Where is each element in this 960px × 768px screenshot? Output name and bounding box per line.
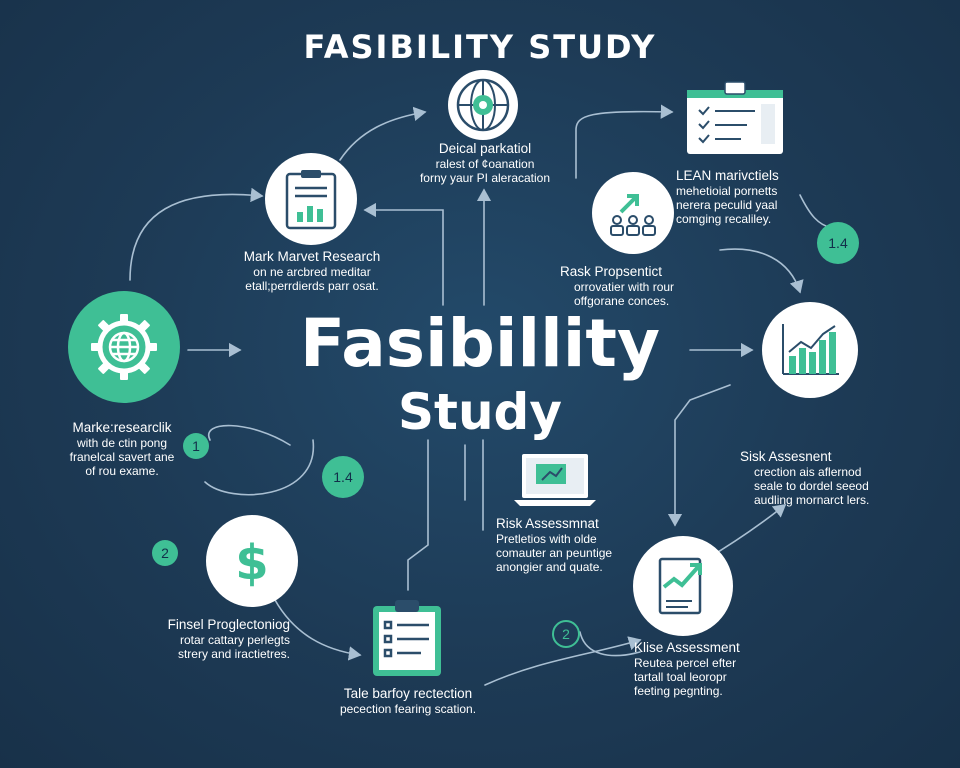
arrow-technical-to-lean (575, 104, 674, 179)
technical-node (448, 70, 518, 140)
risk-mid-line-3: anongier and quate. (496, 560, 603, 574)
technical-line-2: forny yaur PI aleracation (419, 171, 551, 185)
lean-heading: LEAN marivctiels (676, 168, 779, 183)
financial-heading: Finsel Proglectoniog (167, 617, 290, 632)
risk-prop-node (592, 172, 674, 254)
financial-line-2: strery and iractietres. (177, 647, 290, 661)
arrow-loop-left-2 (204, 439, 314, 496)
risk-prop-line-2: offgorane conces. (574, 294, 670, 308)
technical-label: Deical parkatiol ralest of ¢oanation for… (400, 141, 570, 185)
arrow-loop-left (207, 424, 291, 446)
lean-line-2: nerera peculid yaal (676, 198, 778, 212)
arrow-table-up (407, 439, 429, 591)
lean-line-1: mehetioial pornetts (676, 184, 778, 198)
market-research-line-1: on ne arcbred meditar (253, 265, 371, 279)
document-trend-icon (658, 557, 702, 615)
arrow-center-to-market (363, 202, 444, 306)
financial-line-1: rotar cattary perlegts (179, 633, 290, 647)
risk-right-heading: Sisk Assesnent (740, 449, 832, 464)
market-research-line-2: etall;perrdierds parr osat. (245, 279, 379, 293)
table-heading: Tale barfoy rectection (343, 686, 473, 701)
team-growth-icon (610, 194, 656, 236)
risk-prop-line-1: orrovatier with rour (574, 280, 675, 294)
market-left-line-1: with de ctin pong (76, 436, 168, 450)
risk-right-line-3: audling mornarct lers. (754, 493, 870, 507)
market-research-label: Mark Marvet Research on ne arcbred medit… (232, 249, 392, 293)
risk-prop-label: Rask Propsentict orrovatier with rour of… (560, 264, 674, 308)
kise-line-3: feeting pegnting. (634, 684, 723, 698)
market-left-line-3: of rou exame. (85, 464, 159, 478)
badge-2-left: 2 (152, 540, 178, 566)
page-title: FASIBILITY STUDY (303, 28, 657, 66)
laptop-chart-icon (514, 454, 596, 506)
badge-2-bottom: 2 (552, 620, 580, 648)
arrow-dollar-to-table (274, 599, 362, 661)
table-label: Tale barfoy rectection pecection fearing… (318, 686, 498, 716)
arrow-bottom-to-kise (484, 636, 642, 686)
risk-mid-line-2: comauter an peuntige (496, 546, 613, 560)
monitor-checklist-icon (687, 81, 783, 154)
center-title-line1: Fasibillity (300, 305, 660, 382)
arrow-riskprop-to-bar (719, 248, 804, 294)
market-left-label: Marke:researclik with de ctin pong frane… (52, 420, 192, 478)
clipboard-list-icon (373, 600, 441, 676)
center-title-line2: Study (398, 383, 562, 441)
technical-heading: Deical parkatiol (438, 141, 532, 156)
arrow-badge2-curve (579, 631, 641, 657)
risk-prop-heading: Rask Propsentict (560, 264, 663, 279)
risk-right-line-2: seale to dordel seeod (754, 479, 869, 493)
technical-line-1: ralest of ¢oanation (435, 157, 535, 171)
market-left-node (68, 291, 180, 403)
arrow-left-to-market (129, 187, 264, 281)
risk-mid-line-1: Pretletios with olde (496, 532, 597, 546)
clipboard-chart-icon (285, 170, 337, 230)
risk-right-label: Sisk Assesnent crection ais aflernod sea… (740, 449, 869, 507)
arrow-lean-to-badge (799, 194, 833, 229)
lean-label: LEAN marivctiels mehetioial pornetts ner… (676, 168, 779, 226)
kise-node (633, 536, 733, 636)
table-line-1: pecection fearing scation. (339, 702, 477, 716)
arrow-right-down (667, 384, 731, 527)
bar-chart-icon (782, 324, 839, 375)
market-research-heading: Mark Marvet Research (243, 249, 381, 264)
dollar-icon: $ (235, 535, 268, 589)
kise-line-1: Reutea percel efter (634, 656, 737, 670)
risk-mid-label: Risk Assessmnat Pretletios with olde com… (496, 516, 612, 574)
market-left-line-2: franelcal savert ane (69, 450, 175, 464)
risk-right-node (762, 302, 858, 398)
badge-1-4-mid: 1.4 (322, 456, 364, 498)
kise-heading: Klise Assessment (634, 640, 740, 655)
gear-globe-icon (91, 314, 157, 380)
risk-mid-heading: Risk Assessmnat (496, 516, 599, 531)
financial-label: Finsel Proglectoniog rotar cattary perle… (138, 617, 290, 661)
market-research-node (265, 153, 357, 245)
arrow-market-to-technical (339, 106, 427, 161)
gear-globe-icon (456, 78, 510, 132)
market-left-heading: Marke:researclik (72, 420, 172, 435)
svg-text:$: $ (235, 535, 268, 589)
badge-1: 1 (183, 433, 209, 459)
financial-node: $ (206, 515, 298, 607)
lean-line-3: comging recaliley. (676, 212, 772, 226)
risk-right-line-1: crection ais aflernod (754, 465, 862, 479)
kise-line-2: tartall toal leoropr (634, 670, 727, 684)
kise-label: Klise Assessment Reutea percel efter tar… (634, 640, 740, 698)
badge-1-4-top: 1.4 (817, 222, 859, 264)
